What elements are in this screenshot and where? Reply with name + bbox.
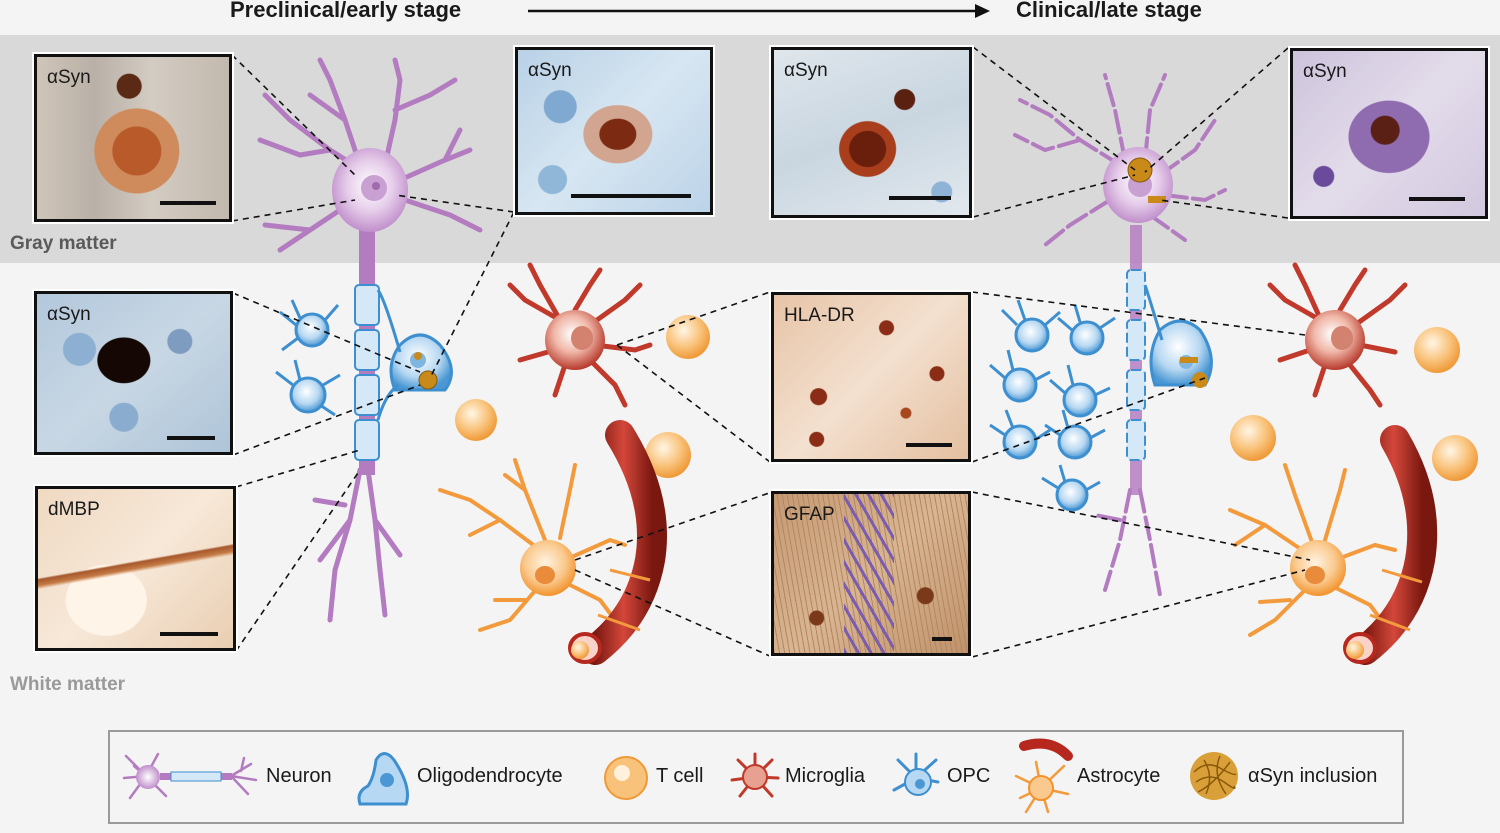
legend-label-t-cell: T cell (656, 765, 704, 787)
legend-label-oligodendrocyte: Oligodendrocyte (417, 765, 563, 787)
late-blood-vessel (1343, 425, 1438, 665)
early-oligodendrocyte (376, 289, 453, 421)
t-cell-icon (604, 756, 648, 800)
late-t-cells (1230, 327, 1478, 481)
micrograph-asyn-neuron-early: αSyn (32, 52, 234, 224)
stain-label: HLA-DR (784, 305, 855, 326)
preclinical-stage-title: Preclinical/early stage (230, 0, 462, 22)
micrograph-dmbp: dMBP (33, 484, 238, 653)
micrograph-asyn-neuron-early-2: αSyn (513, 45, 715, 217)
white-matter-band (0, 263, 1500, 723)
early-t-cells (455, 315, 710, 478)
scale-bar (160, 632, 218, 636)
scale-bar (167, 436, 215, 440)
late-microglia (1267, 262, 1408, 408)
late-opc-group (989, 299, 1116, 512)
callout-lines (231, 46, 1311, 658)
neuron-icon (122, 752, 258, 800)
clinical-stage-title: Clinical/late stage (1016, 0, 1202, 22)
micrograph-asyn-neuron-late: αSyn (769, 45, 974, 220)
micrograph-asyn-oligodendrocyte: αSyn (32, 289, 235, 457)
white-matter-label: White matter (10, 674, 126, 695)
asyn-inclusion-icon (1190, 752, 1238, 800)
legend-label-microglia: Microglia (785, 765, 866, 787)
late-oligodendrocyte (1143, 284, 1213, 388)
scale-bar (906, 443, 952, 447)
micrograph-asyn-neuron-late-2: αSyn (1288, 46, 1490, 221)
early-neuron (257, 57, 483, 623)
legend-label-astrocyte: Astrocyte (1077, 765, 1161, 787)
stain-label: GFAP (784, 504, 835, 525)
scale-bar (1409, 197, 1465, 201)
scale-bar (932, 637, 952, 641)
opc-icon (892, 752, 940, 796)
stain-label: αSyn (47, 67, 91, 88)
micrograph-hla-dr: HLA-DR (769, 290, 973, 464)
legend: Neuron Oligodendrocyte T cell Microglia … (108, 730, 1404, 824)
scale-bar (571, 194, 691, 198)
oligodendrocyte-icon (357, 752, 409, 806)
legend-label-neuron: Neuron (266, 765, 332, 787)
legend-label-asyn-inclusion: αSyn inclusion (1248, 765, 1378, 787)
early-opc-group (275, 299, 341, 417)
gray-matter-label: Gray matter (10, 233, 117, 254)
microglia-icon (730, 752, 780, 798)
progression-arrow (528, 4, 990, 18)
astrocyte-icon (1014, 738, 1073, 814)
stain-label: αSyn (1303, 61, 1347, 82)
early-blood-vessel (568, 420, 667, 665)
late-astrocyte (1228, 463, 1397, 637)
stain-label: αSyn (784, 60, 828, 81)
early-astrocyte (438, 458, 627, 632)
scale-bar (889, 196, 951, 200)
stain-label: αSyn (528, 60, 572, 81)
stain-label: αSyn (47, 304, 91, 325)
legend-label-opc: OPC (947, 765, 991, 787)
stain-label: dMBP (48, 499, 100, 520)
cell-illustration (231, 4, 1478, 665)
early-microglia (507, 262, 653, 408)
scale-bar (160, 201, 216, 205)
micrograph-gfap: GFAP (769, 489, 973, 658)
